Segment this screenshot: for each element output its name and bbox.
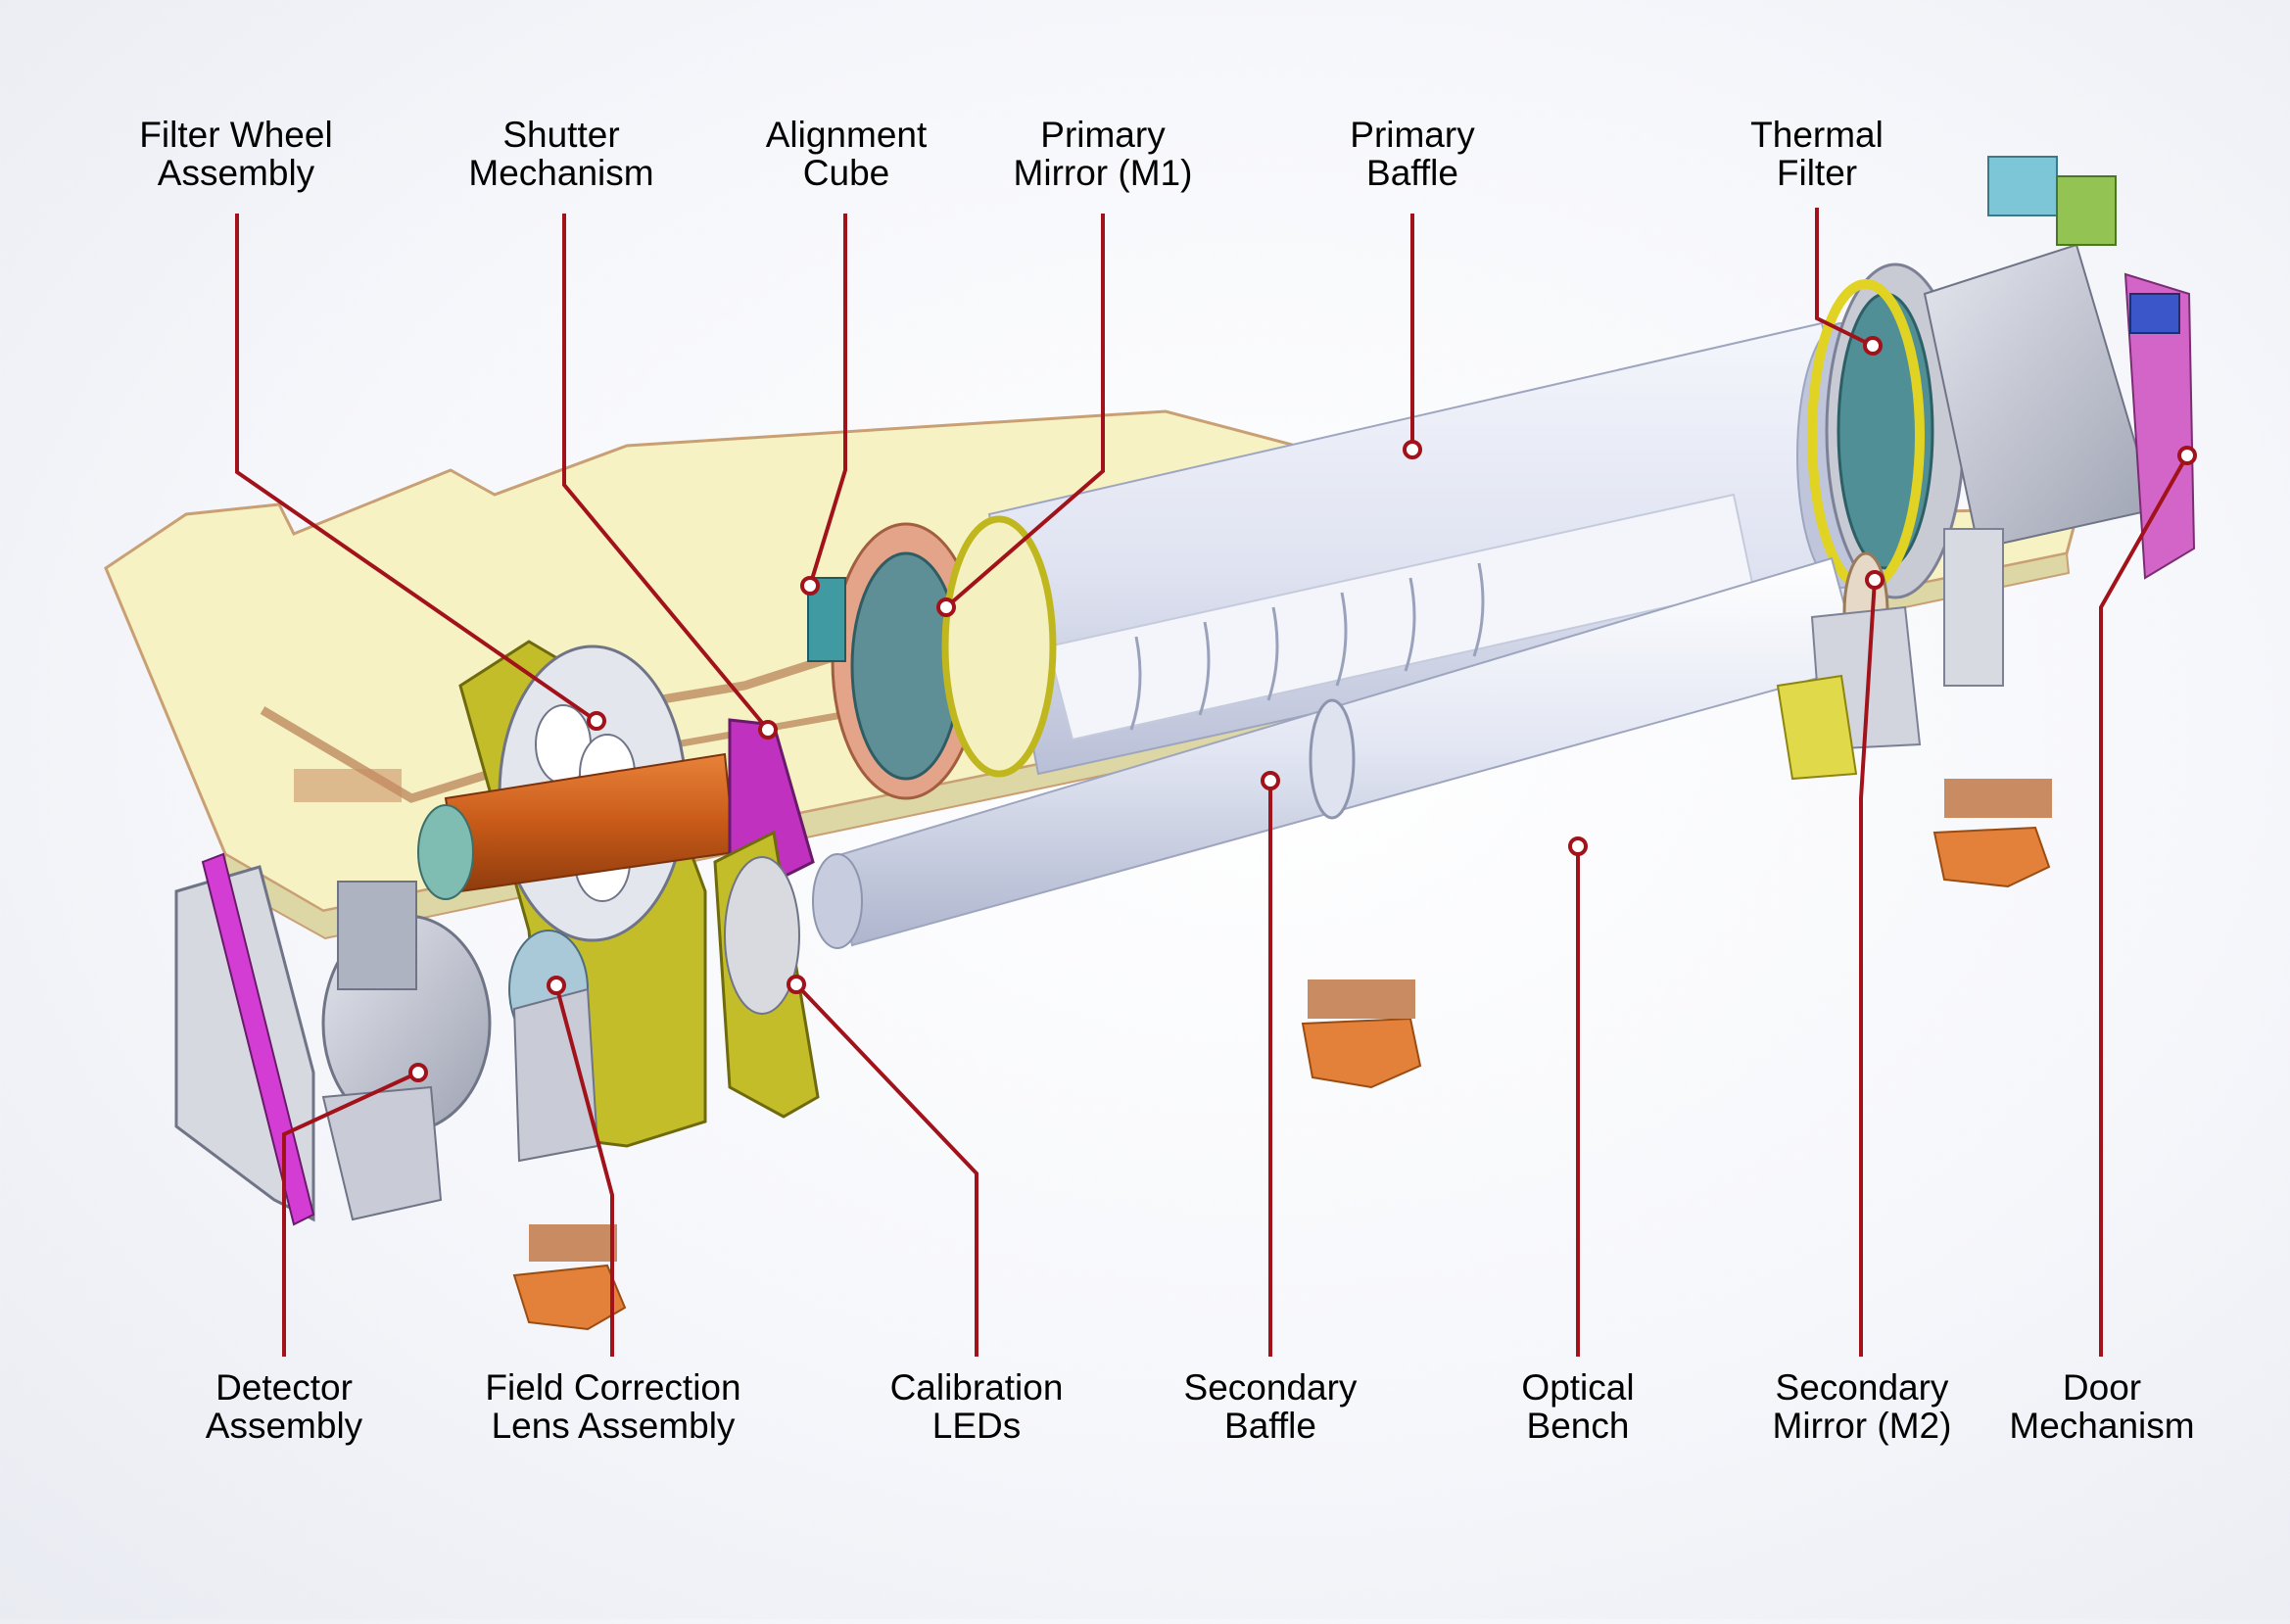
pin-field-lens: [547, 976, 566, 995]
leader-calibration-leds: [794, 982, 978, 1357]
label-filter-wheel-assembly: Filter Wheel Assembly: [139, 115, 333, 193]
secondary-baffle-body: [812, 551, 1922, 949]
label-alignment-cube: Alignment Cube: [765, 115, 928, 193]
label-calibration-leds: Calibration LEDs: [889, 1367, 1064, 1446]
leader-primary-mirror: [944, 214, 1105, 609]
label-secondary-mirror: Secondary Mirror (M2): [1772, 1367, 1952, 1446]
pin-secondary-mirror: [1865, 570, 1884, 590]
label-detector-assembly: Detector Assembly: [205, 1367, 363, 1446]
leader-secondary-mirror: [1859, 579, 1877, 1357]
pin-calibration-leds: [787, 975, 806, 994]
pin-thermal-filter: [1863, 336, 1883, 356]
leader-lines: [235, 208, 2189, 1357]
label-secondary-baffle: Secondary Baffle: [1183, 1367, 1358, 1446]
label-door-mechanism: Door Mechanism: [2009, 1367, 2195, 1446]
label-shutter-mechanism: Shutter Mechanism: [468, 115, 654, 193]
bench-feet: [512, 779, 2052, 1331]
pin-optical-bench: [1568, 836, 1588, 856]
pin-primary-mirror: [936, 597, 956, 617]
leader-shutter: [562, 214, 770, 732]
pin-primary-baffle: [1403, 440, 1422, 459]
label-primary-baffle: Primary Baffle: [1350, 115, 1475, 193]
leader-detector: [282, 1071, 419, 1357]
label-optical-bench: Optical Bench: [1521, 1367, 1635, 1446]
leader-filter-wheel: [235, 214, 598, 723]
pin-secondary-baffle: [1261, 771, 1280, 790]
leader-door: [2099, 454, 2189, 1357]
leader-endpoints: [408, 336, 2197, 1082]
pin-filter-wheel: [587, 711, 606, 731]
pin-door: [2177, 446, 2197, 465]
pin-detector: [408, 1063, 428, 1082]
leader-thermal-filter: [1815, 208, 1874, 348]
pin-shutter: [758, 720, 778, 740]
label-primary-mirror: Primary Mirror (M1): [1013, 115, 1193, 193]
leader-field-lens: [554, 984, 614, 1357]
label-field-correction-lens: Field Correction Lens Assembly: [485, 1367, 741, 1446]
leader-alignment-cube: [808, 214, 847, 587]
label-thermal-filter: Thermal Filter: [1750, 115, 1884, 193]
pin-alignment-cube: [800, 576, 820, 596]
filter-wheel-body: [417, 640, 820, 1148]
